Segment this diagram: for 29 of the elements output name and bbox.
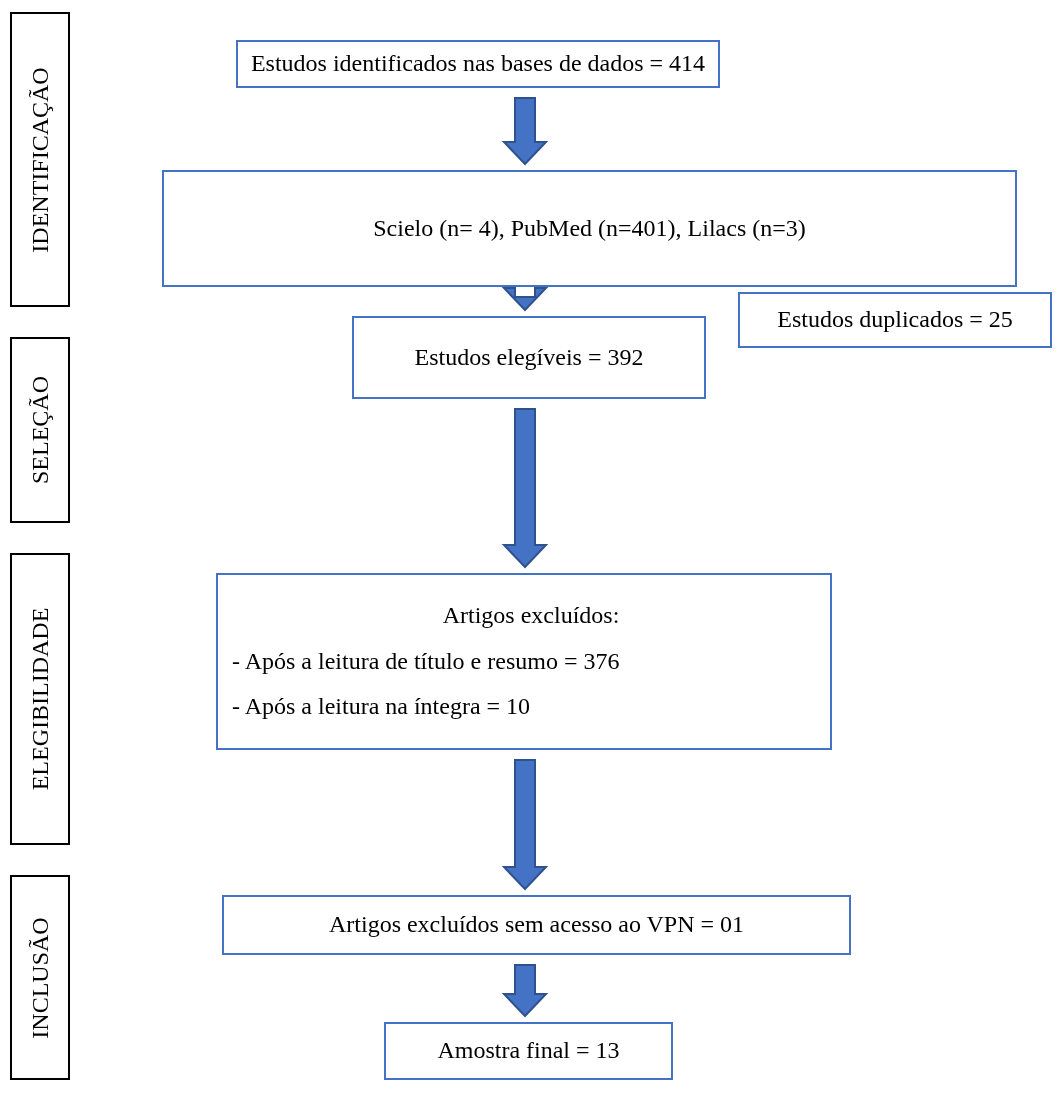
box-text: Scielo (n= 4), PubMed (n=401), Lilacs (n=3) xyxy=(373,213,806,243)
box-text: Estudos identificados nas bases de dados = 414 xyxy=(250,49,706,79)
box-heading: Artigos excluídos: xyxy=(442,601,620,631)
stage-label-box xyxy=(10,337,70,523)
block-arrow xyxy=(501,759,549,891)
process-box xyxy=(352,316,706,399)
block-arrow xyxy=(501,97,549,166)
process-box xyxy=(162,170,1017,287)
process-box xyxy=(236,40,720,88)
block-arrow xyxy=(501,408,549,569)
list-item: - Após a leitura na íntegra = 10 xyxy=(232,692,531,722)
box-text: Estudos elegíveis = 392 xyxy=(414,342,644,372)
stage-label: ELEGIBILIDADE xyxy=(28,607,52,791)
stage-label-box xyxy=(10,875,70,1080)
block-arrow xyxy=(501,287,549,312)
box-text: Artigos excluídos sem acesso ao VPN = 01 xyxy=(328,910,744,940)
stage-label: INCLUSÃO xyxy=(28,916,52,1039)
stage-label: SELEÇÃO xyxy=(28,376,52,484)
process-box xyxy=(384,1022,673,1080)
stage-label-box xyxy=(10,553,70,845)
process-box xyxy=(216,573,832,750)
block-arrow xyxy=(501,964,549,1018)
list-item: - Após a leitura de título e resumo = 376 xyxy=(232,646,620,676)
process-box xyxy=(222,895,851,955)
stage-label-box xyxy=(10,12,70,307)
stage-label: IDENTIFICAÇÃO xyxy=(28,66,52,253)
box-text: Amostra final = 13 xyxy=(437,1036,620,1066)
box-text: Estudos duplicados = 25 xyxy=(777,305,1013,335)
process-box xyxy=(738,292,1052,348)
